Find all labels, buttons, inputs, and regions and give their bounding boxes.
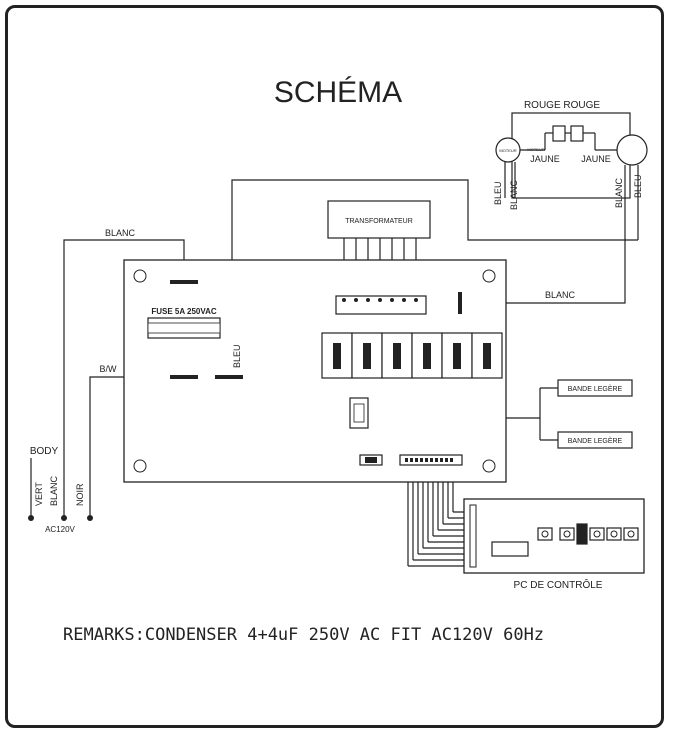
control-connector: [469, 504, 477, 568]
jaune-right-label: JAUNE: [581, 154, 611, 164]
transformer-label: TRANSFORMATEUR: [345, 218, 413, 225]
terminal-blanc-mid: [458, 292, 462, 314]
rouge-rouge-label: ROUGE ROUGE: [524, 100, 600, 111]
control-display: [491, 541, 529, 557]
blanc-top-label: BLANC: [105, 228, 136, 238]
light-strip-1: [557, 379, 633, 397]
bw-label: B/W: [100, 364, 118, 374]
bleu-right-label: BLEU: [633, 174, 643, 198]
remarks-text: REMARKS:CONDENSER 4+4uF 250V AC FIT AC12…: [63, 625, 544, 645]
moteur-mid-label: MOTEUR: [527, 147, 544, 152]
moteur-left-label: MOTEUR: [499, 148, 516, 153]
bleu-board-label: BLEU: [232, 344, 242, 368]
control-label: PC DE CONTRÔLE: [514, 578, 603, 591]
bande-1-label: BANDE LEGÈRE: [568, 384, 623, 393]
light-strip-2: [557, 431, 633, 449]
blanc-right-label: BLANC: [614, 177, 624, 208]
bande-2-label: BANDE LEGÈRE: [568, 436, 623, 445]
noir-label: NOIR: [75, 483, 85, 506]
blanc-ac-label: BLANC: [49, 475, 59, 506]
ac-terminals: [28, 515, 93, 521]
blanc-mid-label: BLANC: [545, 290, 576, 300]
mount-hole-bl: [133, 459, 147, 473]
capacitor-right: [570, 125, 584, 142]
blanc-left-label: BLANC: [509, 179, 519, 210]
motor-right-circle: [616, 134, 648, 166]
ac120-label: AC120V: [45, 525, 75, 534]
capacitor-left: [552, 125, 566, 142]
fuse-label: FUSE 5A 250VAC: [151, 307, 217, 316]
control-buttons: [537, 523, 639, 545]
control-button-dots: [541, 530, 635, 538]
vert-label: VERT: [34, 482, 44, 506]
diagram-frame: [5, 5, 664, 728]
diagram-title: SCHÉMA: [274, 76, 402, 109]
transformer-box: [327, 200, 431, 239]
light-connector: [349, 397, 369, 429]
relay-marks: [333, 343, 491, 369]
mount-hole-tr: [482, 269, 496, 283]
terminal-bw: [170, 375, 198, 379]
body-label: BODY: [30, 446, 59, 457]
jaune-left-label: JAUNE: [530, 154, 560, 164]
ribbon-pins: [405, 458, 453, 462]
motor-section: [495, 112, 648, 240]
fuse: [147, 317, 221, 339]
connector-pins: [342, 298, 418, 302]
mount-hole-tl: [133, 269, 147, 283]
terminal-blanc: [170, 280, 198, 284]
relays: [321, 332, 503, 379]
terminal-bleu: [215, 375, 243, 379]
bleu-left-label: BLEU: [493, 181, 503, 205]
mount-hole-br: [482, 459, 496, 473]
